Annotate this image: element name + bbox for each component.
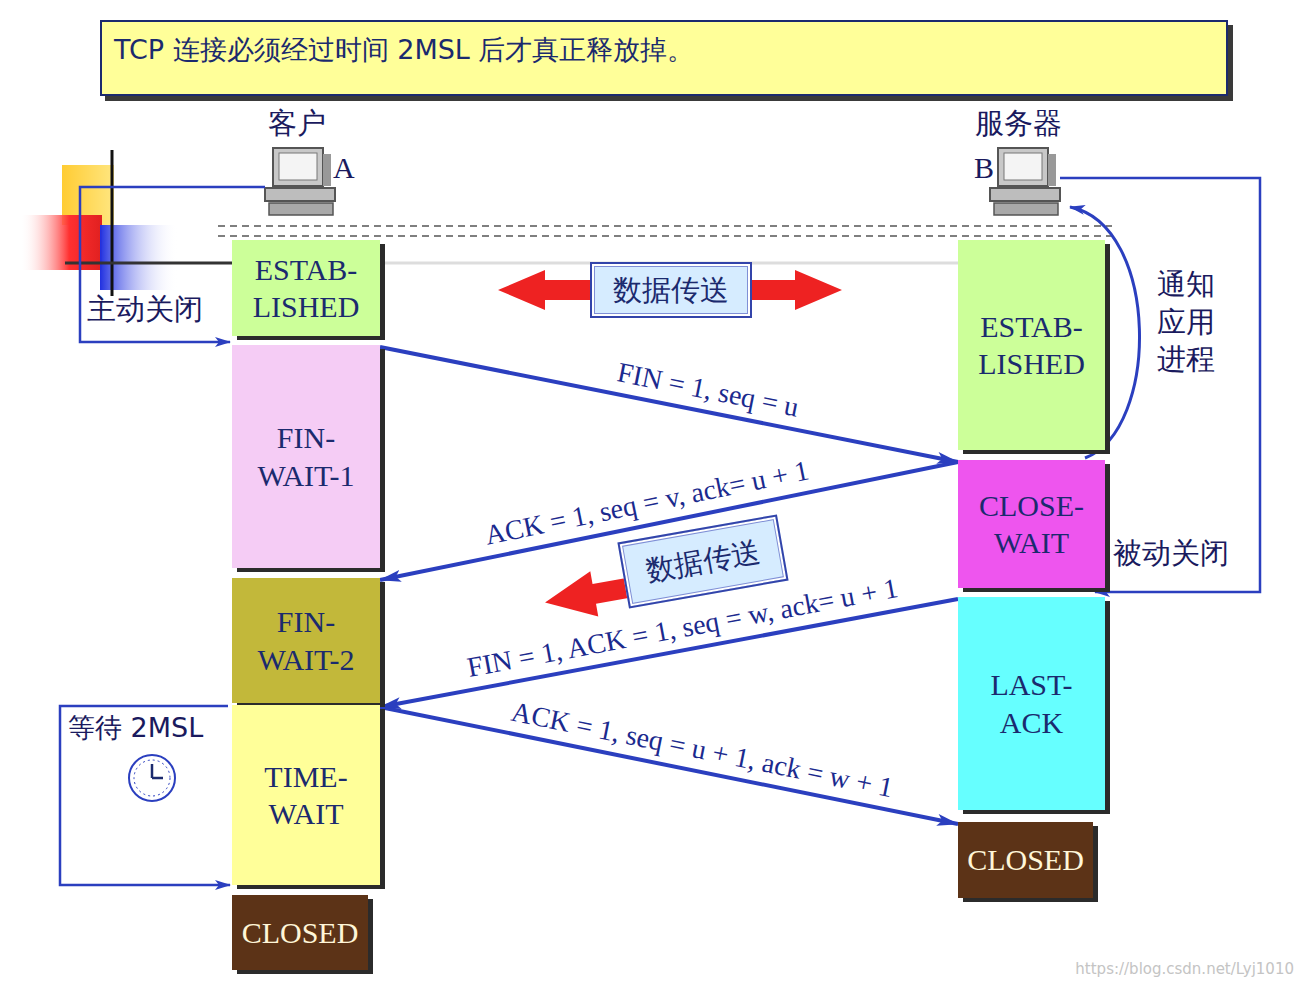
caption-label: 服务器	[975, 106, 1062, 141]
state-box: FIN- WAIT-2	[232, 578, 380, 703]
server-computer	[990, 148, 1060, 215]
wait-2msl-line	[60, 706, 230, 885]
node-label: LAST- ACK	[958, 666, 1105, 741]
message-label: ACK = 1, seq = u + 1, ack = w + 1	[509, 696, 896, 804]
data-transfer-box: 数据传送	[617, 514, 788, 608]
watermark: https://blog.csdn.net/Lyj1010	[1075, 960, 1294, 978]
node-label: 数据传送	[609, 272, 733, 308]
title-box: TCP 连接必须经过时间 2MSL 后才真正释放掉。	[100, 20, 1228, 96]
node-label: TIME- WAIT	[232, 758, 380, 833]
state-box: TIME- WAIT	[232, 705, 380, 885]
host-letter: B	[974, 150, 994, 186]
caption-label: 客户	[268, 106, 326, 141]
annotation: 通知应用进程	[1157, 266, 1218, 379]
state-box: CLOSE- WAIT	[958, 460, 1105, 588]
state-box: ESTAB- LISHED	[958, 240, 1105, 450]
node-label: CLOSED	[963, 841, 1088, 879]
dashed-separator	[218, 226, 1112, 236]
annotation: 主动关闭	[87, 292, 203, 327]
state-box: ESTAB- LISHED	[232, 240, 380, 336]
message-arrow	[380, 707, 958, 824]
node-label: ESTAB- LISHED	[232, 251, 380, 326]
node-label: FIN- WAIT-2	[232, 603, 380, 678]
annotation: 被动关闭	[1113, 536, 1229, 571]
title: TCP 连接必须经过时间 2MSL 后才真正释放掉。	[102, 22, 1226, 68]
node-label: ESTAB- LISHED	[958, 308, 1105, 383]
data-transfer-box: 数据传送	[590, 262, 752, 318]
message-label: FIN = 1, seq = u	[615, 356, 802, 423]
corner-decoration	[20, 150, 958, 296]
annotation: 等待 2MSL	[68, 712, 203, 744]
node-label: CLOSE- WAIT	[958, 487, 1105, 562]
state-box: CLOSED	[958, 822, 1093, 898]
state-box: CLOSED	[232, 895, 368, 970]
host-letter: A	[333, 150, 355, 186]
node-label: CLOSED	[238, 914, 363, 952]
data-transfer-arrow	[498, 270, 842, 310]
message-arrow	[380, 347, 958, 462]
state-box: LAST- ACK	[958, 597, 1105, 810]
client-computer	[265, 148, 335, 215]
node-label: FIN- WAIT-1	[232, 419, 380, 494]
node-label: 数据传送	[639, 533, 767, 590]
clock-icon	[129, 755, 175, 801]
state-box: FIN- WAIT-1	[232, 345, 380, 568]
